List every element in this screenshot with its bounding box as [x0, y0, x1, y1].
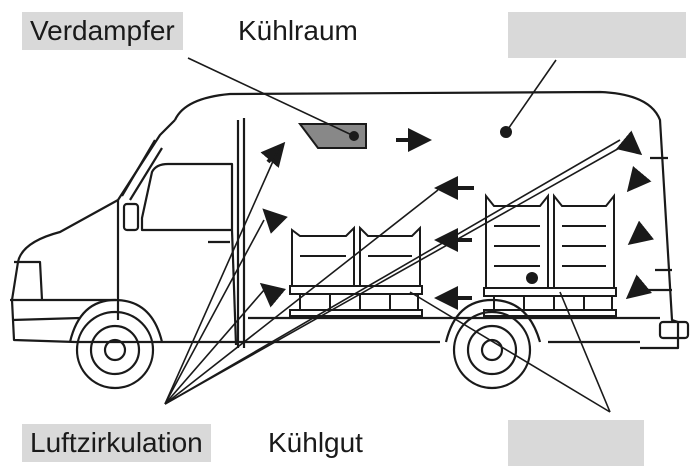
- label-evaporator: Verdampfer: [22, 12, 183, 50]
- empty-label-box-bottom-right: [508, 420, 644, 466]
- evaporator-unit: [298, 123, 367, 149]
- leader-lines: [164, 57, 631, 413]
- air-arrows: [259, 128, 654, 310]
- label-cold-room: Kühlraum: [238, 15, 358, 46]
- label-air-circulation: Luftzirkulation: [22, 424, 211, 462]
- cargo-marker: [526, 272, 538, 284]
- cargo-crates-right: [483, 193, 617, 317]
- empty-label-box-top-right: [508, 12, 686, 58]
- wheels: [68, 298, 542, 390]
- label-cargo: Kühlgut: [268, 427, 363, 458]
- cargo-crates-left: [289, 225, 423, 317]
